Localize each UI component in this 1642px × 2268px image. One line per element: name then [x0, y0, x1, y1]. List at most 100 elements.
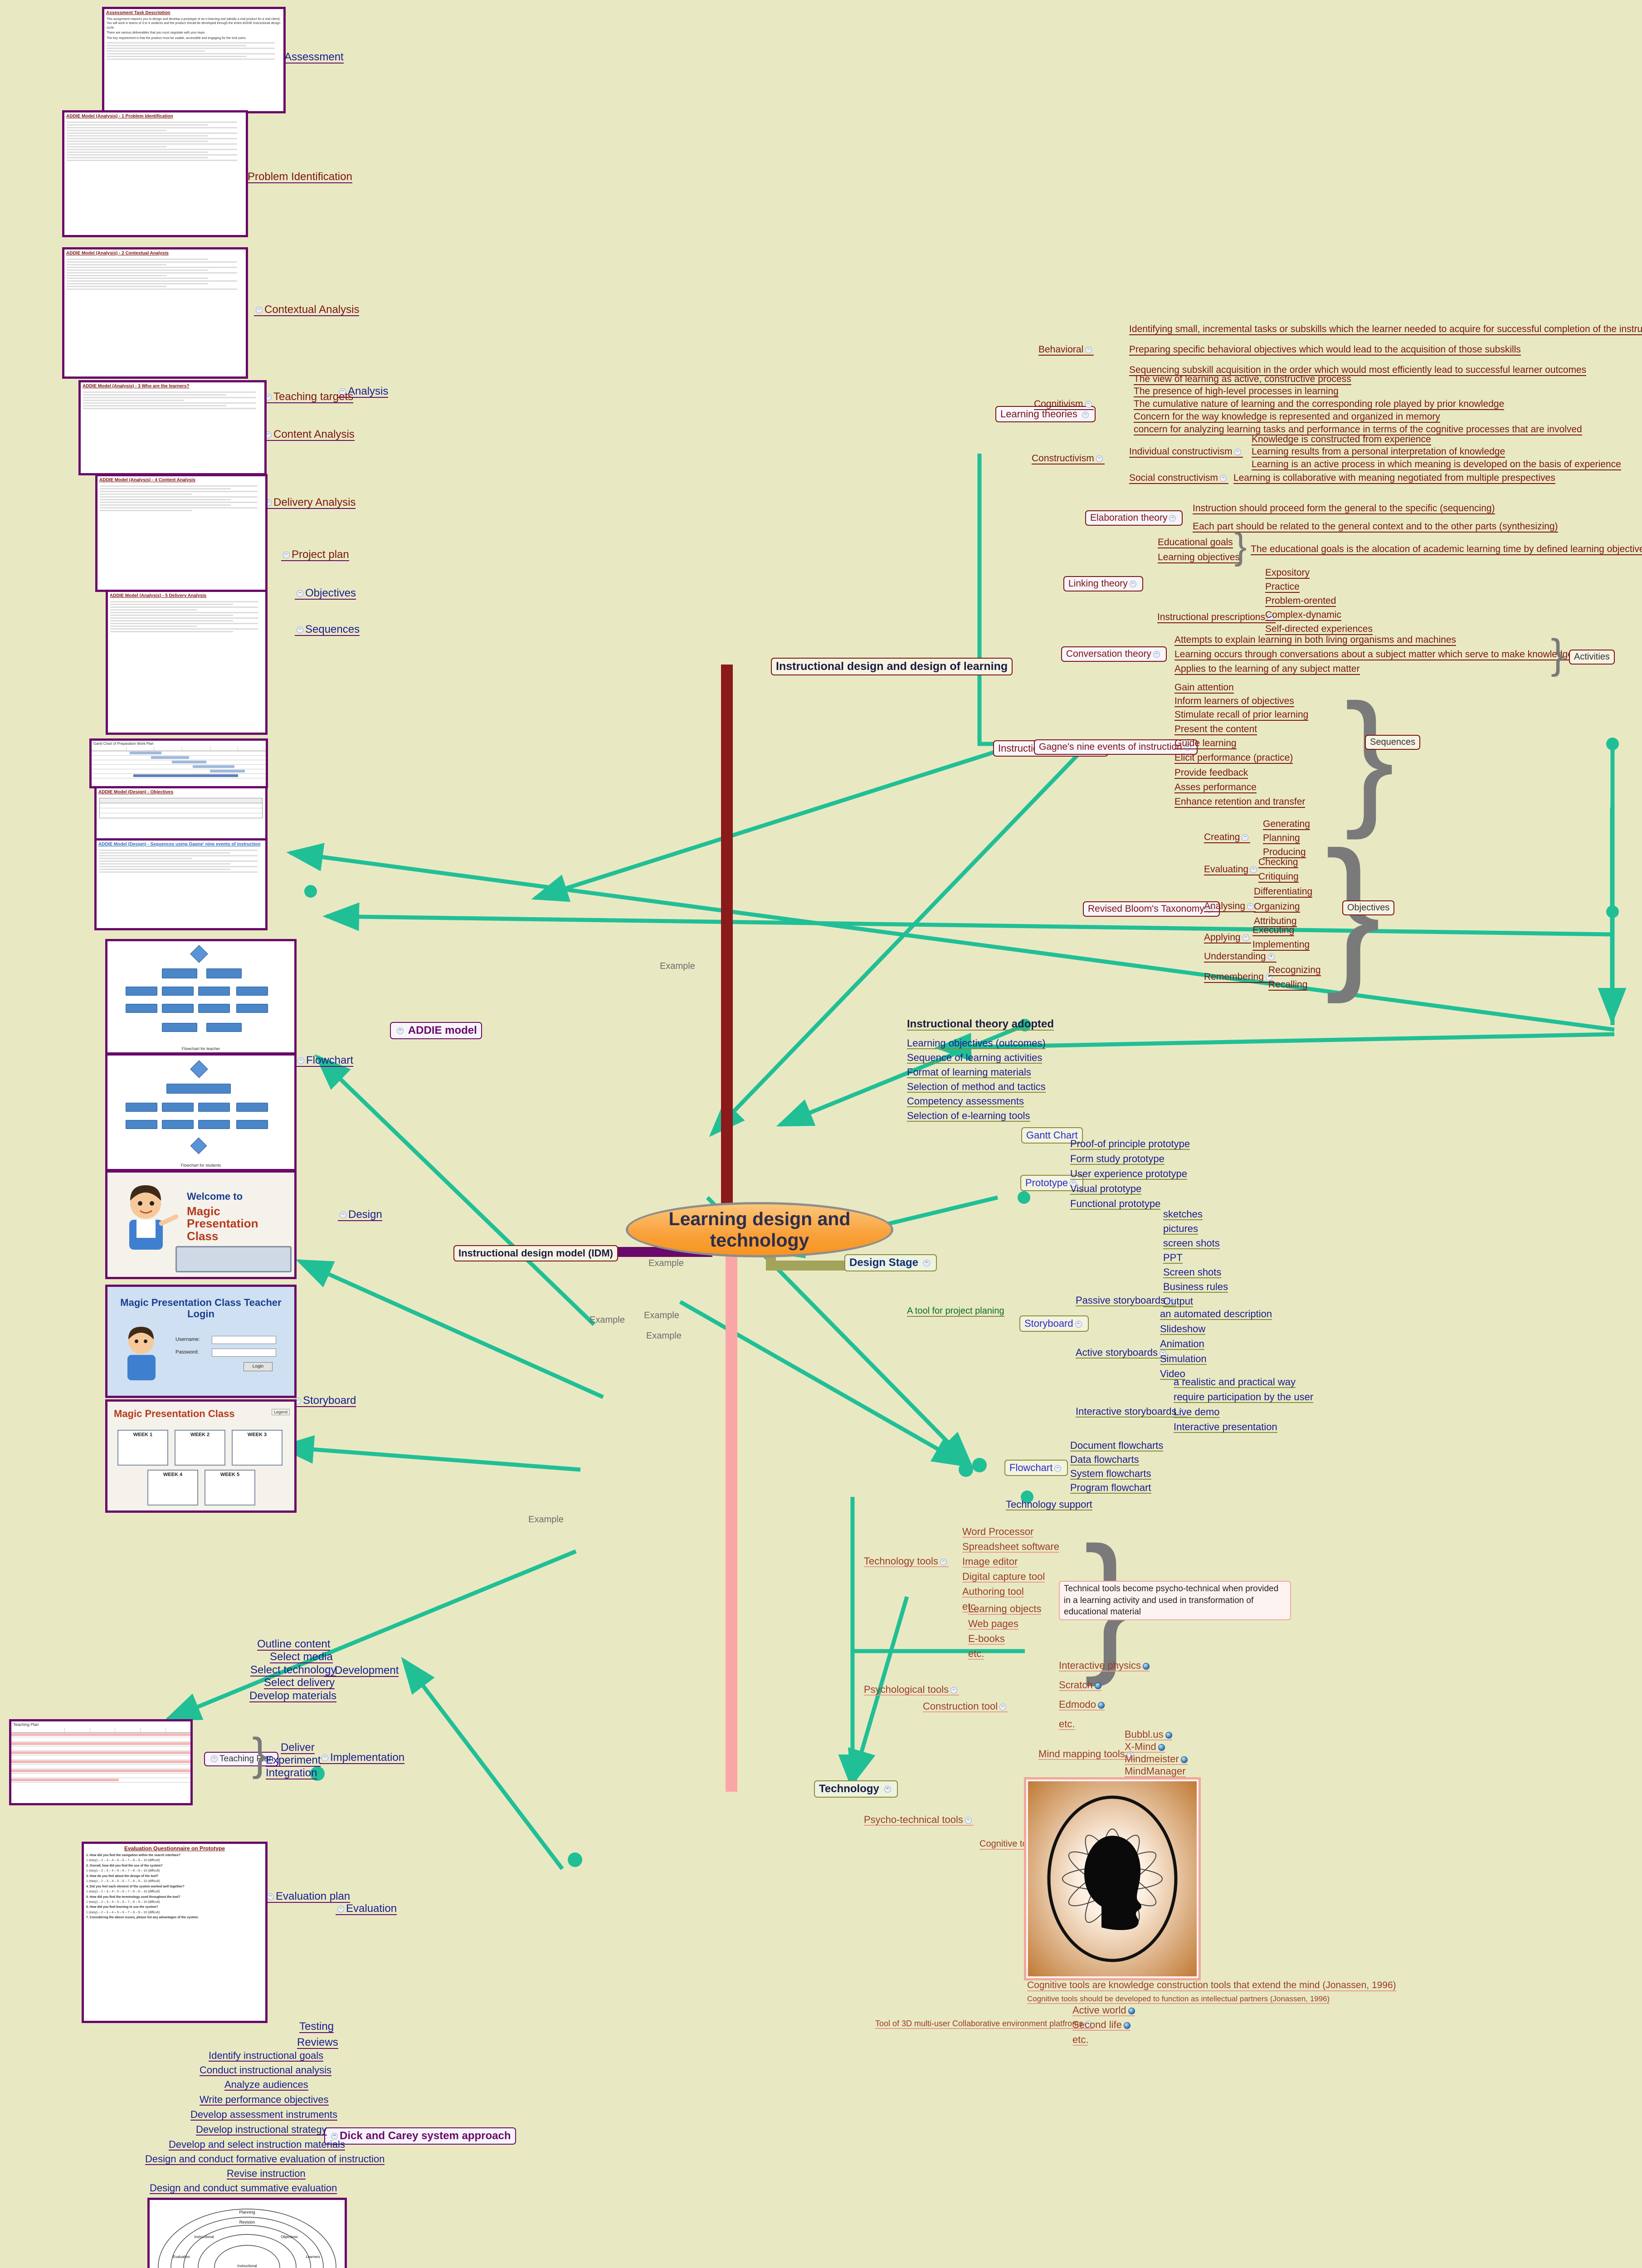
- collapse-toggle-icon[interactable]: −: [1153, 650, 1160, 658]
- collapse-toggle-icon[interactable]: −: [923, 1260, 930, 1267]
- branch-design-stage[interactable]: Design Stage −: [844, 1254, 937, 1271]
- collapse-toggle-icon[interactable]: −: [1082, 411, 1089, 418]
- collapse-toggle-icon[interactable]: −: [1247, 903, 1254, 910]
- branch-technology[interactable]: Technology −: [814, 1780, 898, 1798]
- login-button[interactable]: Login: [244, 1362, 273, 1371]
- node-addie-analysis[interactable]: −Analysis: [337, 386, 389, 398]
- node-bloom-remembering[interactable]: Remembering−: [1204, 972, 1274, 983]
- collapse-toggle-icon[interactable]: −: [1242, 934, 1249, 941]
- node-bloom-creating[interactable]: Creating−: [1204, 832, 1251, 844]
- thumbnail-slide-welcome[interactable]: Welcome to Magic Presentation Class: [105, 1170, 297, 1279]
- thumbnail-slide-weeks[interactable]: Magic Presentation Class Legend WEEK 1 W…: [105, 1399, 297, 1513]
- week-cell-3[interactable]: WEEK 3: [232, 1430, 283, 1466]
- thumbnail-contextual-analysis-doc[interactable]: ADDIE Model (Analysis) - 2 Contextual An…: [62, 247, 248, 379]
- thumbnail-teaching-plan-doc[interactable]: Teaching Plan: [9, 1719, 193, 1805]
- thumbnail-flowchart-teacher[interactable]: Flowchart for teacher: [105, 939, 297, 1055]
- thumbnail-flowchart-student[interactable]: Flowchart for students: [105, 1053, 297, 1171]
- node-mind-mapping-tools[interactable]: Mind mapping tools−: [1038, 1749, 1135, 1760]
- thumbnail-delivery-analysis-doc[interactable]: ADDIE Model (Analysis) - 5 Delivery Anal…: [106, 590, 268, 735]
- node-passive-storyboards[interactable]: Passive storyboards−: [1076, 1295, 1176, 1307]
- collapse-toggle-icon[interactable]: −: [940, 1558, 947, 1565]
- collapse-toggle-icon[interactable]: −: [1096, 455, 1103, 462]
- node-psycho-technical-tools[interactable]: Psycho-technical tools−: [864, 1814, 974, 1826]
- node-content-analysis[interactable]: −Content Analysis: [263, 429, 355, 441]
- collapse-toggle-icon[interactable]: −: [1250, 866, 1257, 873]
- node-cognitivism[interactable]: Cognitivism−: [1034, 399, 1094, 411]
- node-interactive-storyboards[interactable]: Interactive storyboards−: [1076, 1406, 1187, 1418]
- node-construction-tool[interactable]: Construction tool−: [923, 1701, 1009, 1713]
- collapse-toggle-icon[interactable]: −: [1242, 834, 1249, 841]
- node-dick-and-carey[interactable]: −Dick and Carey system approach: [324, 2127, 516, 2145]
- node-elaboration-theory[interactable]: Elaboration theory−: [1085, 510, 1183, 526]
- week-cell-4[interactable]: WEEK 4: [147, 1470, 198, 1505]
- week-cell-1[interactable]: WEEK 1: [117, 1430, 168, 1466]
- node-storyboard[interactable]: Storyboard−: [1019, 1315, 1089, 1332]
- collapse-toggle-icon[interactable]: −: [322, 1755, 328, 1762]
- thumbnail-evaluation-questionnaire[interactable]: Evaluation Questionnaire on Prototype 1.…: [82, 1842, 268, 2023]
- thumbnail-content-analysis-doc[interactable]: ADDIE Model (Analysis) - 4 Content Analy…: [95, 474, 268, 592]
- collapse-toggle-icon[interactable]: −: [337, 1906, 344, 1913]
- node-evaluation-plan[interactable]: −Evaluation plan: [265, 1891, 351, 1903]
- collapse-toggle-icon[interactable]: −: [1054, 1465, 1062, 1472]
- node-technology-tools[interactable]: Technology tools−: [864, 1556, 949, 1568]
- node-conversation-theory[interactable]: Conversation theory−: [1061, 646, 1167, 662]
- node-instructional-theory-adopted[interactable]: Instructional theory adopted: [907, 1018, 1054, 1031]
- collapse-toggle-icon[interactable]: −: [1126, 1751, 1134, 1758]
- collapse-toggle-icon[interactable]: −: [1220, 474, 1227, 482]
- node-sequences[interactable]: −Sequences: [295, 624, 360, 636]
- thumbnail-sequences-doc[interactable]: ADDIE Model (Design) - Sequences using G…: [94, 838, 268, 930]
- node-flowchart[interactable]: Flowchart−: [1004, 1460, 1068, 1476]
- node-addie-development[interactable]: −Development: [324, 1665, 399, 1677]
- branch-instructional-design-model[interactable]: Instructional design model (IDM): [453, 1245, 619, 1261]
- collapse-toggle-icon[interactable]: −: [1129, 580, 1136, 587]
- thumbnail-teaching-targets-doc[interactable]: ADDIE Model (Analysis) - 3 Who are the l…: [78, 380, 267, 475]
- node-revised-blooms-taxonomy[interactable]: Revised Bloom's Taxonomy−: [1083, 901, 1220, 917]
- thumbnail-assessment-doc[interactable]: Assessment Task Description This assignm…: [102, 7, 286, 113]
- collapse-toggle-icon[interactable]: −: [397, 1027, 404, 1035]
- collapse-toggle-icon[interactable]: −: [297, 1057, 304, 1065]
- node-design-flowchart[interactable]: −Flowchart: [296, 1055, 354, 1067]
- collapse-toggle-icon[interactable]: −: [1085, 401, 1092, 408]
- node-gagne-nine-events[interactable]: Gagne's nine events of instruction−: [1034, 739, 1198, 755]
- node-constructivism[interactable]: Constructivism−: [1032, 453, 1105, 465]
- node-teaching-targets[interactable]: −Teaching targets: [263, 391, 354, 404]
- node-bloom-evaluating[interactable]: Evaluating−: [1204, 864, 1259, 876]
- week-cell-2[interactable]: WEEK 2: [175, 1430, 225, 1466]
- username-input[interactable]: [212, 1336, 276, 1344]
- node-individual-constructivism[interactable]: Individual constructivism−: [1129, 446, 1243, 458]
- collapse-toggle-icon[interactable]: −: [1085, 346, 1092, 353]
- collapse-toggle-icon[interactable]: −: [326, 1667, 333, 1675]
- central-topic[interactable]: Learning design and technology: [626, 1202, 893, 1257]
- node-delivery-analysis[interactable]: −Delivery Analysis: [263, 497, 356, 509]
- collapse-toggle-icon[interactable]: −: [339, 388, 346, 396]
- collapse-toggle-icon[interactable]: −: [340, 1212, 346, 1219]
- collapse-toggle-icon[interactable]: −: [1070, 1180, 1077, 1187]
- collapse-toggle-icon[interactable]: −: [1167, 1297, 1174, 1305]
- expand-toggle-icon[interactable]: +: [1267, 953, 1275, 960]
- group-activities[interactable]: Activities: [1569, 650, 1615, 665]
- collapse-toggle-icon[interactable]: −: [331, 2133, 338, 2140]
- password-input[interactable]: [212, 1349, 276, 1357]
- collapse-toggle-icon[interactable]: −: [965, 1817, 972, 1824]
- node-problem-identification[interactable]: Problem Identification: [248, 171, 352, 184]
- collapse-toggle-icon[interactable]: −: [884, 1786, 891, 1793]
- node-social-constructivism[interactable]: Social constructivism−: [1129, 473, 1229, 484]
- node-design-storyboard[interactable]: −Storyboard: [292, 1395, 356, 1408]
- thumbnail-objectives-doc[interactable]: ADDIE Model (Design) - Objectives: [94, 786, 268, 841]
- collapse-toggle-icon[interactable]: −: [297, 626, 303, 634]
- collapse-toggle-icon[interactable]: −: [1234, 448, 1241, 455]
- collapse-toggle-icon[interactable]: −: [1169, 514, 1176, 522]
- node-bloom-analysing[interactable]: Analysing−: [1204, 901, 1256, 913]
- collapse-toggle-icon[interactable]: −: [267, 1893, 274, 1901]
- collapse-toggle-icon[interactable]: −: [950, 1686, 958, 1694]
- week-cell-5[interactable]: WEEK 5: [205, 1470, 255, 1505]
- collapse-toggle-icon[interactable]: −: [1178, 1408, 1185, 1416]
- node-technology-support[interactable]: Technology support: [1006, 1499, 1092, 1511]
- node-collaborative-platforms[interactable]: Tool of 3D multi-user Collaborative envi…: [875, 2019, 1094, 2029]
- node-prototype[interactable]: Prototype−: [1020, 1175, 1084, 1191]
- node-behavioral[interactable]: Behavioral−: [1038, 344, 1094, 356]
- collapse-toggle-icon[interactable]: −: [1085, 2020, 1092, 2028]
- collapse-toggle-icon[interactable]: −: [211, 1755, 218, 1763]
- node-learning-theories[interactable]: Learning theories −: [995, 406, 1096, 422]
- collapse-toggle-icon[interactable]: −: [1075, 1320, 1082, 1328]
